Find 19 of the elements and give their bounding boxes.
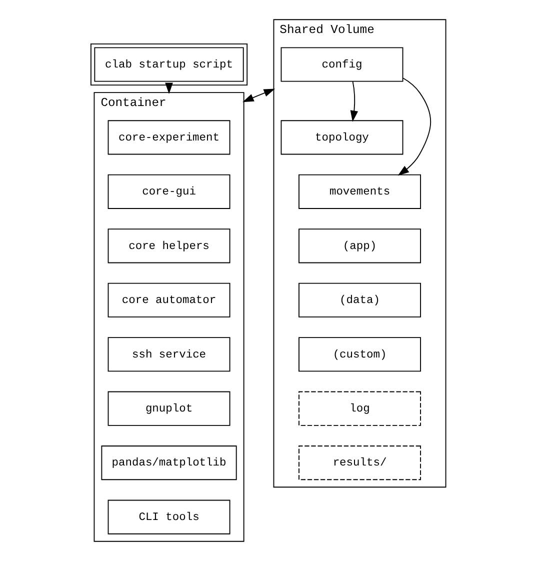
node-box: core automator: [108, 282, 230, 318]
node-box: gnuplot: [108, 391, 230, 426]
node-box: (custom): [298, 337, 421, 372]
node-box: (app): [298, 228, 421, 264]
node-box: core-experiment: [108, 120, 230, 155]
node-box: movements: [298, 174, 421, 209]
arrow: [242, 88, 276, 102]
node-box: core-gui: [108, 174, 230, 209]
node-box: core helpers: [108, 228, 230, 264]
node-box: results/: [298, 446, 421, 480]
node-box: topology: [280, 120, 404, 155]
node-box: config: [280, 47, 404, 82]
node-box: CLI tools: [108, 500, 230, 534]
node-box: (data): [298, 282, 421, 318]
node-box: ssh service: [108, 337, 230, 372]
arrow: [398, 78, 432, 176]
node-box: pandas/matplotlib: [101, 446, 237, 480]
node-box: log: [298, 391, 421, 426]
arrow: [350, 81, 358, 122]
